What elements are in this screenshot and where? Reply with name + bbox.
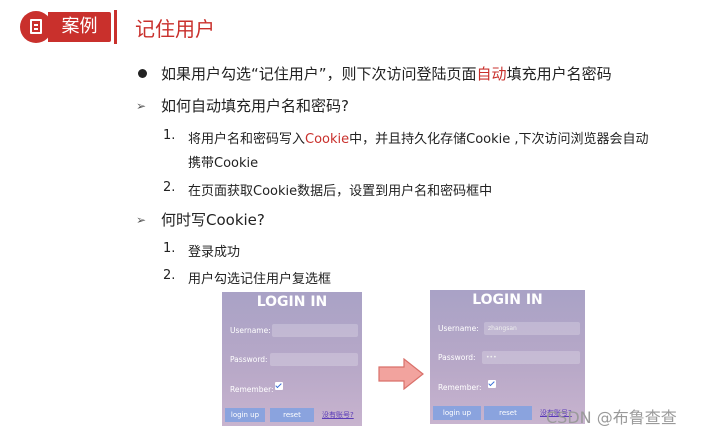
list-item-text: 用户勾选记住用户复选框 — [188, 272, 332, 287]
login-button[interactable]: login up — [433, 406, 481, 420]
bullet-text-part: 如果用户勾选“记住用户”，则下次访问登陆页面 — [161, 65, 477, 83]
login-form-after: LOGIN IN Username: zhangsan Password: ••… — [430, 290, 585, 424]
remember-checkbox[interactable] — [275, 382, 283, 390]
bullet-text: 如果用户勾选“记住用户”，则下次访问登陆页面自动填充用户名密码 — [161, 63, 612, 84]
page-title: 记住用户 — [135, 17, 215, 41]
register-link[interactable]: 没有账号? — [322, 411, 354, 419]
remember-label: Remember: — [230, 385, 274, 394]
remember-checkbox[interactable] — [488, 380, 496, 388]
question-1: 如何自动填充用户名和密码? — [161, 97, 349, 115]
bullet-text-part: 填充用户名密码 — [506, 65, 612, 83]
username-label: Username: — [230, 326, 271, 335]
username-label: Username: — [438, 324, 479, 333]
password-label: Password: — [438, 353, 476, 362]
list-item-text: 将用户名和密码写入Cookie中，并且持久化存储Cookie ,下次访问浏览器会… — [188, 128, 649, 147]
reset-button[interactable]: reset — [270, 408, 314, 422]
text-part: 中，并且持久化存储Cookie ,下次访问浏览器会自动 — [349, 132, 649, 147]
login-button[interactable]: login up — [225, 408, 265, 422]
username-input[interactable]: zhangsan — [484, 322, 580, 335]
password-label: Password: — [230, 355, 268, 364]
arrow-bullet-icon: ➢ — [136, 213, 147, 227]
list-item-text: 登录成功 — [188, 245, 241, 260]
header-divider — [114, 10, 117, 44]
bullet-dot — [138, 69, 147, 78]
right-arrow-icon — [378, 358, 424, 390]
watermark: CSDN @布鲁查查 — [546, 408, 677, 427]
login-form-before: LOGIN IN Username: Password: Remember: l… — [222, 292, 362, 426]
list-number: 1. — [163, 241, 176, 256]
arrow-bullet-icon: ➢ — [136, 99, 147, 113]
username-input[interactable] — [272, 324, 358, 337]
remember-label: Remember: — [438, 383, 482, 392]
password-input[interactable]: ••• — [482, 351, 580, 364]
list-number: 2. — [163, 268, 176, 283]
highlight-cookie: Cookie — [305, 132, 350, 147]
text-part: 将用户名和密码写入 — [188, 132, 306, 147]
slide-header: 案例 记住用户 — [0, 0, 710, 50]
question-2: 何时写Cookie? — [161, 211, 265, 229]
list-number: 2. — [163, 180, 176, 195]
password-input[interactable] — [270, 353, 358, 366]
reset-button[interactable]: reset — [484, 406, 532, 420]
list-item-continuation: 携带Cookie — [188, 156, 259, 171]
register-link[interactable]: 没有账号? — [540, 409, 572, 417]
list-item-text: 在页面获取Cookie数据后，设置到用户名和密码框中 — [188, 184, 493, 199]
login-title: LOGIN IN — [472, 292, 543, 308]
document-icon — [20, 11, 52, 43]
login-title: LOGIN IN — [256, 294, 328, 310]
list-number: 1. — [163, 128, 176, 143]
case-badge: 案例 — [48, 12, 111, 42]
highlight-auto: 自动 — [476, 65, 507, 83]
